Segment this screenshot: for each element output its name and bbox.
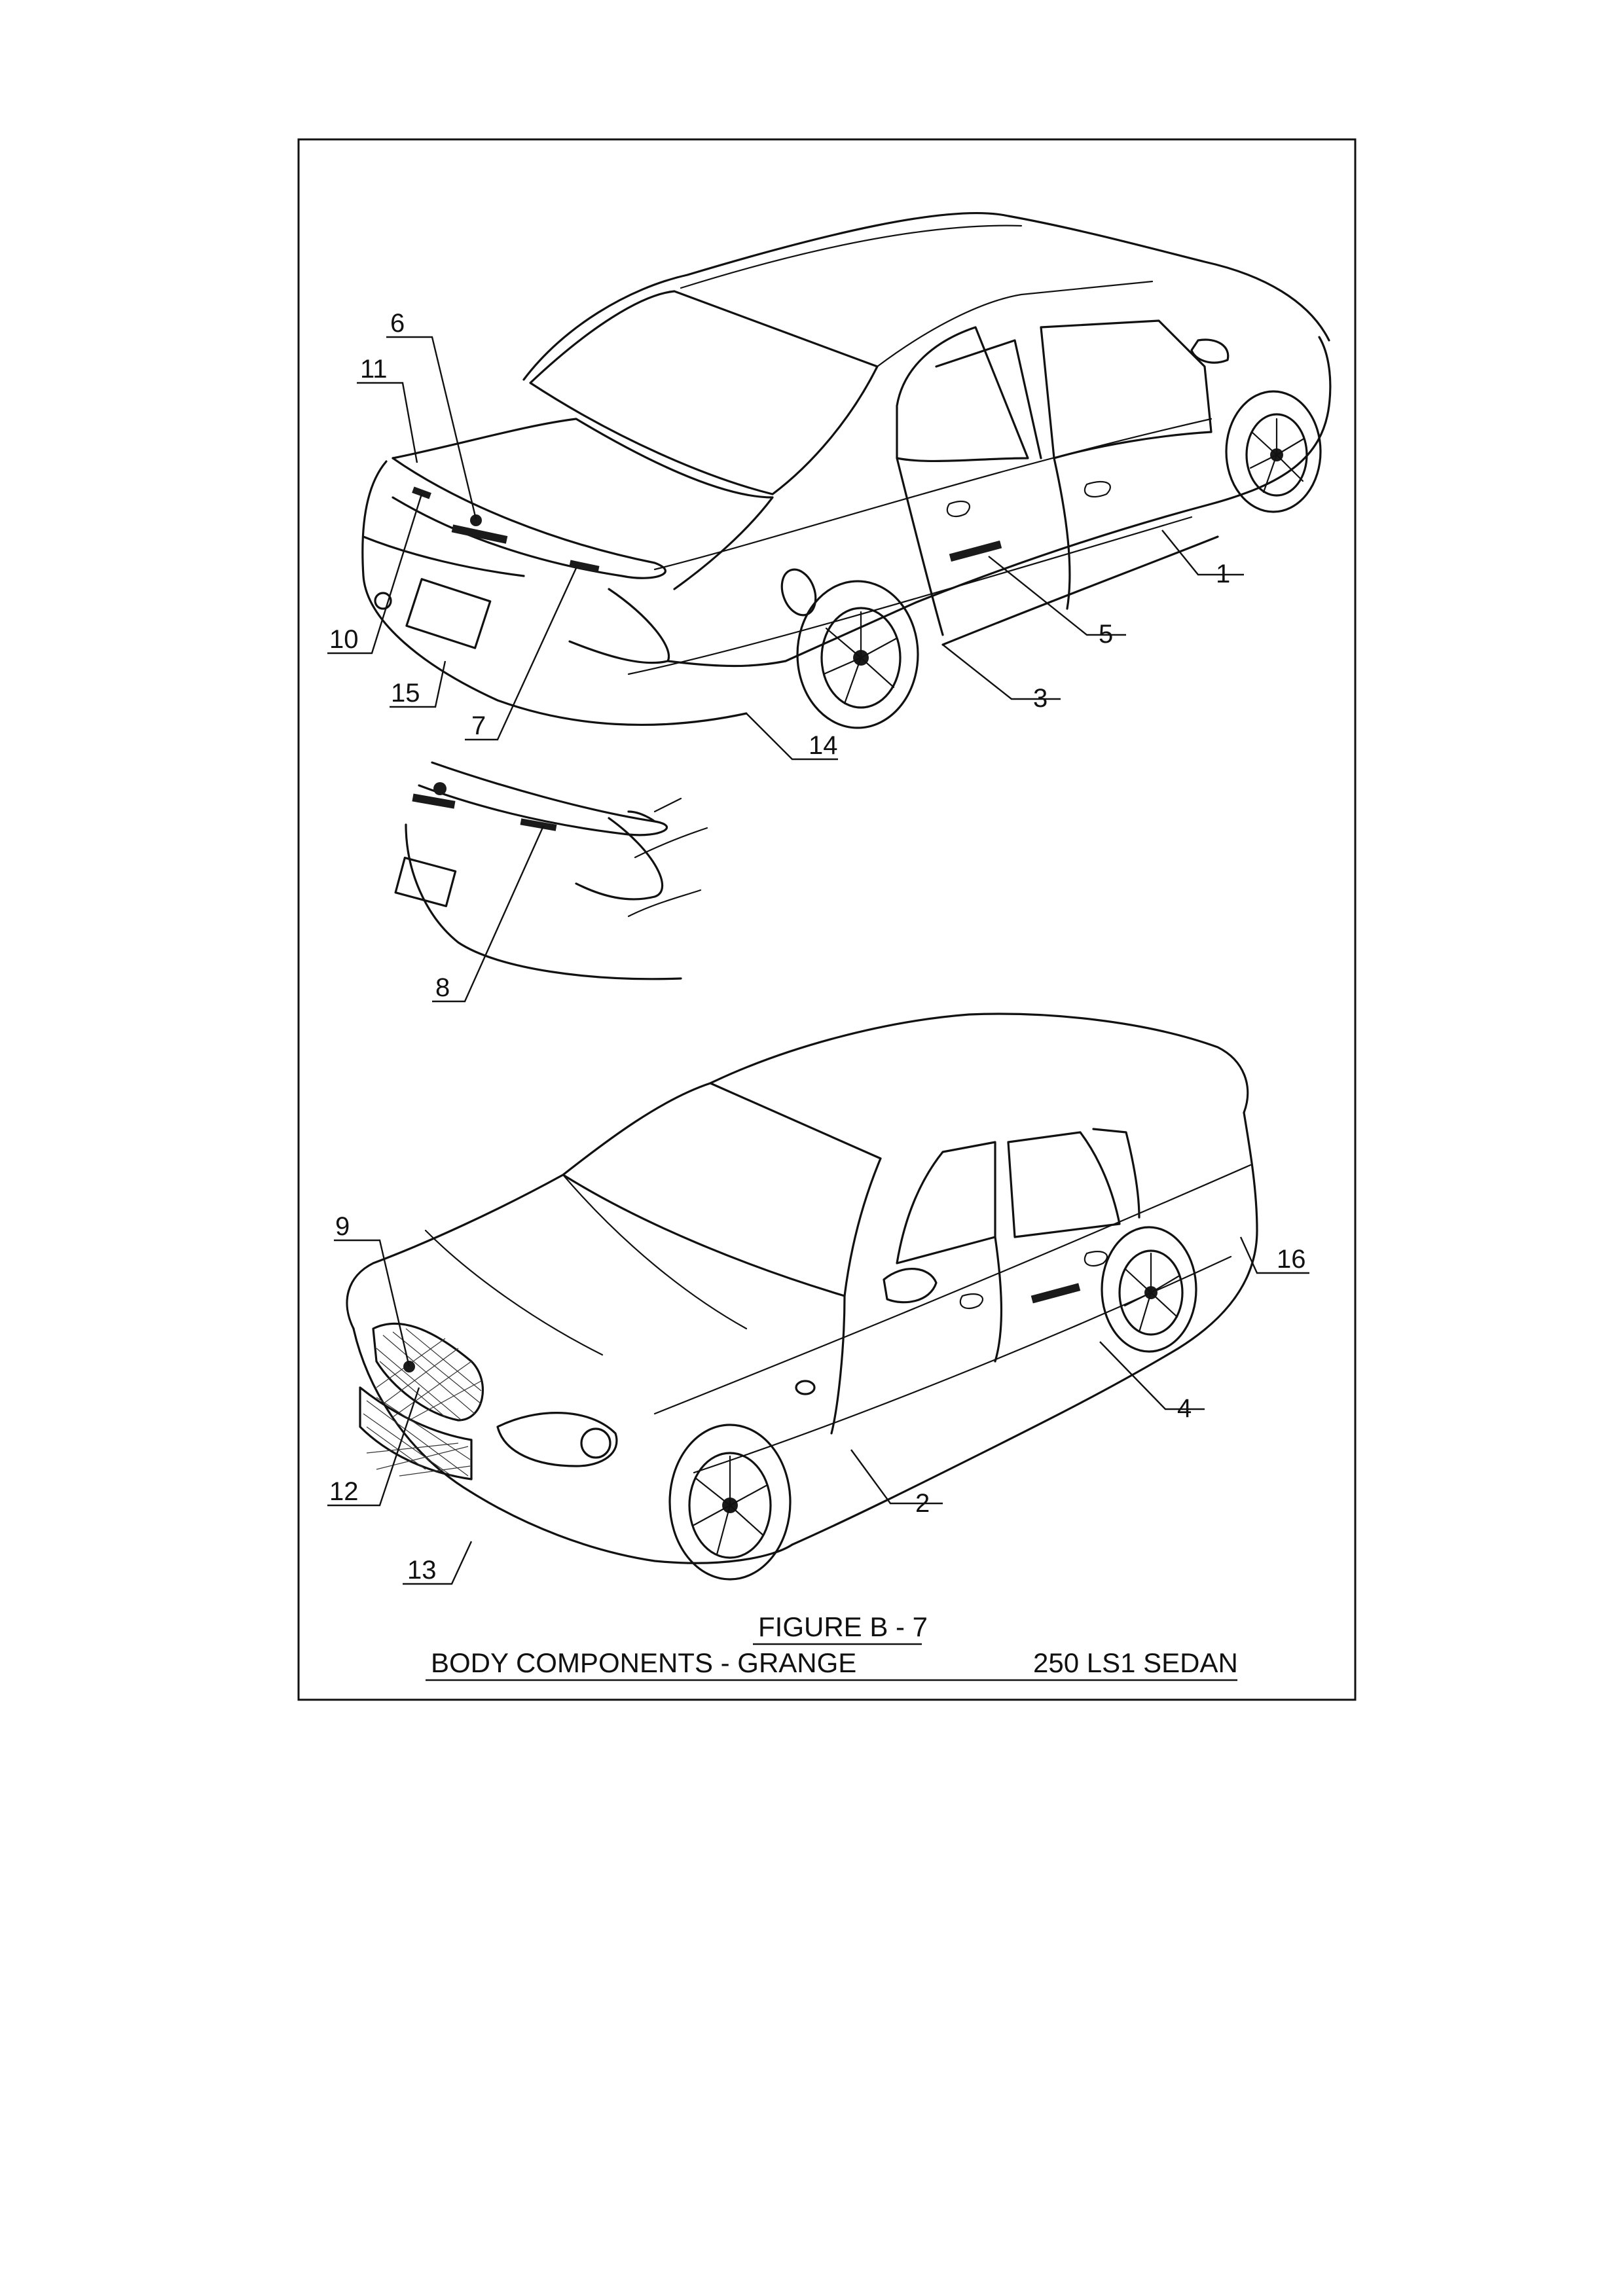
callout-4: 4 xyxy=(1177,1394,1192,1423)
callout-13: 13 xyxy=(407,1556,437,1585)
callout-labels: 1 2 3 4 5 6 7 8 9 10 11 12 13 14 15 16 xyxy=(329,309,1306,1585)
figure-frame xyxy=(299,139,1355,1700)
callout-15: 15 xyxy=(391,679,420,708)
callout-1: 1 xyxy=(1216,560,1230,588)
callout-8: 8 xyxy=(435,973,450,1002)
rear-view-car-drawing xyxy=(363,213,1330,728)
callout-6: 6 xyxy=(390,309,405,338)
figure-title: FIGURE B - 7 xyxy=(758,1611,928,1642)
spoiler-inset-drawing xyxy=(395,762,707,979)
callout-12: 12 xyxy=(329,1477,359,1506)
callout-3: 3 xyxy=(1033,684,1048,713)
callout-10: 10 xyxy=(329,625,359,654)
callout-2: 2 xyxy=(915,1489,930,1518)
figure-model: 250 LS1 SEDAN xyxy=(1033,1647,1238,1678)
callout-11: 11 xyxy=(360,355,388,384)
callout-16: 16 xyxy=(1277,1245,1306,1274)
figure-subtitle: BODY COMPONENTS - GRANGE xyxy=(431,1647,856,1678)
callout-14: 14 xyxy=(809,731,838,760)
figure-caption: FIGURE B - 7 BODY COMPONENTS - GRANGE 25… xyxy=(426,1611,1238,1680)
callout-5: 5 xyxy=(1099,620,1113,649)
front-view-car-drawing xyxy=(347,1014,1257,1579)
callout-9: 9 xyxy=(335,1212,350,1241)
callout-7: 7 xyxy=(471,711,486,740)
